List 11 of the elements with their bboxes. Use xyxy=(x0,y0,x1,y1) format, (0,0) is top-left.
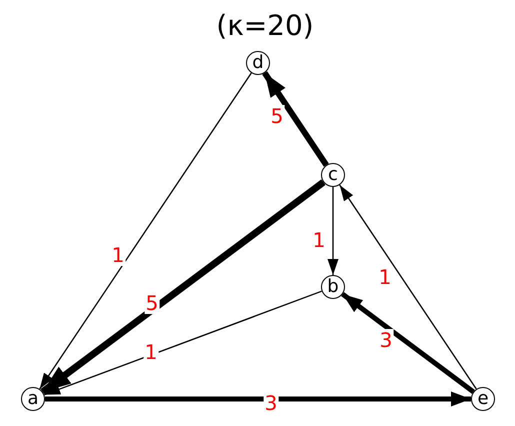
arrow xyxy=(40,179,326,395)
arrow xyxy=(44,290,322,396)
arrow xyxy=(339,184,477,390)
chart-title: (κ=20) xyxy=(215,8,315,44)
arrow xyxy=(341,292,475,394)
arrow xyxy=(328,187,338,275)
edge-label: 5 xyxy=(144,292,160,314)
arrow xyxy=(45,392,471,406)
edge-label: 1 xyxy=(110,244,126,266)
arrow xyxy=(39,72,252,390)
arrow xyxy=(262,71,329,167)
